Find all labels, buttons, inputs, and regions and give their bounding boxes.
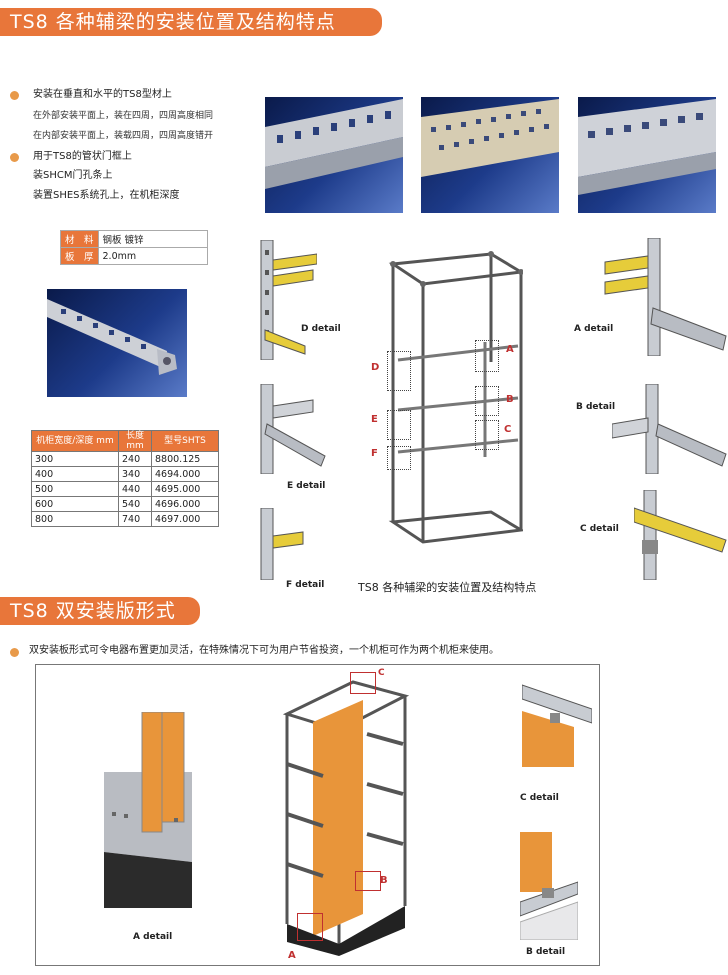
dims-header: 型号SHTS <box>151 430 219 452</box>
detail-e-image <box>257 383 327 475</box>
spec-value: 钢板 镀锌 <box>97 230 208 248</box>
spec-label: 板 厚 <box>60 247 99 265</box>
bullet-main-1: 安装在垂直和水平的TS8型材上 <box>33 89 172 100</box>
section2-title: TS8 双安装版形式 <box>0 597 200 625</box>
detail-e-label: E detail <box>287 481 326 491</box>
figure-caption: TS8 各种辅梁的安装位置及结构特点 <box>358 581 537 594</box>
frame-letter-c: C <box>504 424 512 435</box>
rail-photo-3 <box>578 97 716 213</box>
section1-title: TS8 各种辅梁的安装位置及结构特点 <box>0 8 382 36</box>
detail-a-image <box>603 237 728 357</box>
double-detail-b-label: B detail <box>526 947 566 957</box>
bullet-sub-2b: 装置SHES系统孔上，在机柜深度 <box>33 190 180 201</box>
frame-letter-e: E <box>371 414 378 425</box>
dims-cell: 4696.000 <box>151 496 219 512</box>
double-plate-figure <box>35 664 600 966</box>
detail-b-image <box>611 383 728 475</box>
spec-value: 2.0mm <box>97 247 208 265</box>
detail-d-label: D detail <box>301 324 341 334</box>
marker-box-b <box>475 386 499 416</box>
dims-cell: 400 <box>31 466 119 482</box>
double-detail-b-image <box>519 832 579 941</box>
double-detail-a-image <box>104 711 194 908</box>
dims-header: 机柜宽度/深度 mm <box>31 430 119 452</box>
marker-box-c <box>475 420 499 450</box>
detail-d-image <box>257 239 318 361</box>
spec-label: 材 料 <box>60 230 99 248</box>
marker-box-f <box>387 446 411 470</box>
dims-cell: 440 <box>118 481 152 497</box>
bullet-sub-2a: 装SHCM门孔条上 <box>33 170 113 181</box>
dims-cell: 800 <box>31 511 119 527</box>
double-cabinet-drawing <box>282 674 410 956</box>
double-detail-c-label: C detail <box>520 793 559 803</box>
double-detail-c-image <box>521 683 593 767</box>
dims-cell: 240 <box>118 451 152 467</box>
dims-cell: 4695.000 <box>151 481 219 497</box>
detail-c-image <box>633 489 728 581</box>
double-marker-box-b <box>355 871 381 891</box>
bullet-main-2: 用于TS8的管状门框上 <box>33 151 132 162</box>
frame-letter-f: F <box>371 448 378 459</box>
double-frame-letter-b: B <box>380 875 388 886</box>
detail-a-label: A detail <box>574 324 614 334</box>
cabinet-frame-drawing <box>383 242 526 552</box>
rail-photo-1 <box>265 97 403 213</box>
frame-letter-a: A <box>506 344 514 355</box>
detail-c-label: C detail <box>580 524 619 534</box>
detail-f-image <box>257 507 307 581</box>
marker-box-a <box>475 340 499 372</box>
dims-cell: 8800.125 <box>151 451 219 467</box>
dims-cell: 740 <box>118 511 152 527</box>
dims-cell: 4694.000 <box>151 466 219 482</box>
bullet-dot <box>10 153 19 162</box>
frame-letter-b: B <box>506 394 514 405</box>
dims-cell: 540 <box>118 496 152 512</box>
bullet-dot <box>10 91 19 100</box>
bullet-sub-1a: 在外部安装平面上，装在四周，四周高度相同 <box>33 111 214 121</box>
double-frame-letter-c: C <box>378 668 385 678</box>
dims-cell: 600 <box>31 496 119 512</box>
dims-cell: 340 <box>118 466 152 482</box>
bullet-dot <box>10 648 19 657</box>
double-marker-box-c <box>350 672 376 694</box>
detail-f-label: F detail <box>286 580 325 590</box>
rail-photo-2 <box>421 97 559 213</box>
dims-header: 长度 mm <box>118 430 152 452</box>
dims-cell: 500 <box>31 481 119 497</box>
double-marker-box-a <box>297 913 323 941</box>
rail-photo-single <box>47 289 187 397</box>
double-detail-a-label: A detail <box>133 932 173 942</box>
detail-b-label: B detail <box>576 402 616 412</box>
dims-cell: 4697.000 <box>151 511 219 527</box>
marker-box-e <box>387 410 411 440</box>
frame-letter-d: D <box>371 362 380 373</box>
double-frame-letter-a: A <box>288 950 296 961</box>
section2-intro: 双安装板形式可令电器布置更加灵活，在特殊情况下可为用户节省投资，一个机柜可作为两… <box>29 645 499 656</box>
marker-box-d <box>387 351 411 391</box>
bullet-sub-1b: 在内部安装平面上，装载四周，四周高度错开 <box>33 131 214 141</box>
dims-cell: 300 <box>31 451 119 467</box>
